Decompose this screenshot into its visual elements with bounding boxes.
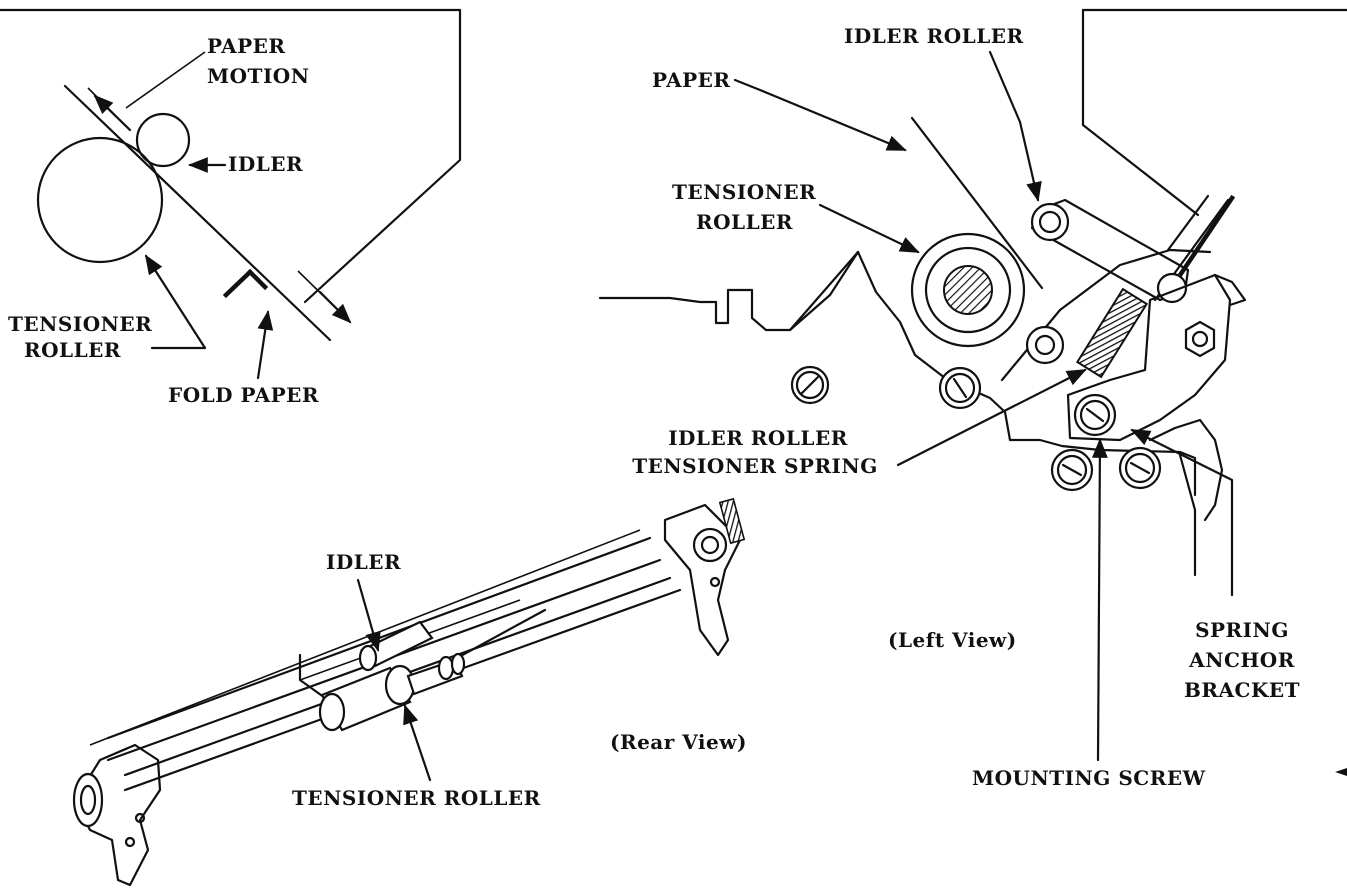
rear-view-assembly [72, 497, 746, 887]
schematic-idler-roller [135, 112, 191, 168]
tensioner-label-line2: ROLLER [24, 338, 122, 362]
rear-tensioner-leader [403, 704, 432, 782]
left-view-frame [1081, 8, 1347, 217]
spring-label-line2: TENSIONER SPRING [632, 454, 878, 478]
rear-tensioner-label: TENSIONER ROLLER [292, 786, 541, 810]
mounting-screw-leader [1091, 438, 1108, 762]
spring-leader [896, 368, 1087, 467]
paper-motion-leader [125, 51, 206, 109]
tensioner-roller-leader [818, 203, 920, 254]
anchor-label-line2: ANCHOR [1189, 648, 1295, 672]
left-view-screws [790, 325, 1162, 492]
paper-leader [733, 78, 907, 152]
left-view-spring [1075, 287, 1149, 379]
mounting-screw-label: MOUNTING SCREW [972, 766, 1206, 790]
idler-roller-leader [988, 50, 1042, 202]
tensioner-roller-label-line1: TENSIONER [672, 180, 817, 204]
idler-label: IDLER [228, 152, 304, 176]
rear-view-caption: (Rear View) [610, 730, 747, 754]
fold-paper-mark [222, 268, 269, 299]
tensioner-roller-label-line2: ROLLER [696, 210, 794, 234]
tensioner-label-line1: TENSIONER [8, 312, 153, 336]
paper-motion-label-line1: PAPER [207, 34, 286, 58]
rear-idler-leader [356, 578, 381, 652]
anchor-bracket-leader [1130, 428, 1234, 597]
left-view-tensioner-roller [910, 232, 1026, 348]
anchor-label-line1: SPRING [1195, 618, 1289, 642]
fold-paper-label: FOLD PAPER [168, 383, 319, 407]
edge-pointer [1335, 768, 1347, 776]
paper-label: PAPER [652, 68, 731, 92]
paper-motion-label-line2: MOTION [207, 64, 310, 88]
idler-roller-label: IDLER ROLLER [844, 24, 1024, 48]
rear-idler-label: IDLER [326, 550, 402, 574]
tensioner-leader [144, 254, 207, 350]
schematic-tensioner-roller [36, 136, 164, 264]
schematic-paper-path [63, 84, 352, 342]
left-view-caption: (Left View) [888, 628, 1017, 652]
schematic-frame [0, 8, 462, 304]
fold-paper-leader [256, 310, 274, 380]
anchor-label-line3: BRACKET [1184, 678, 1300, 702]
spring-label-line1: IDLER ROLLER [668, 426, 848, 450]
